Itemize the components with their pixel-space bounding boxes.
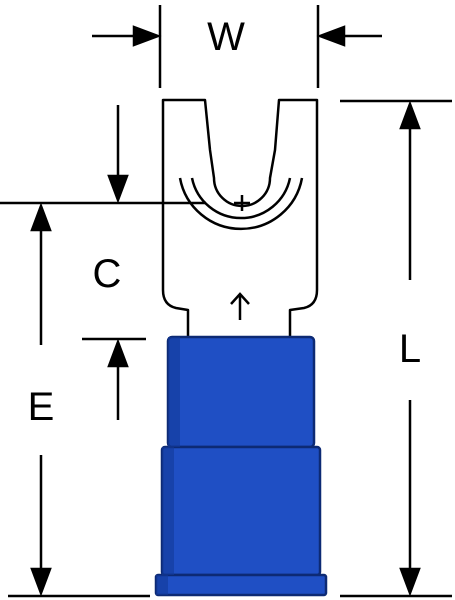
insulation-upper-section xyxy=(166,335,316,449)
insulation-base-rim xyxy=(154,573,328,597)
insulation-shading xyxy=(156,337,180,595)
dimension-label-l: L xyxy=(399,327,421,371)
dimension-e xyxy=(0,201,206,598)
fork-inner-arcs xyxy=(178,177,304,231)
dimension-label-w: W xyxy=(207,15,245,59)
dimension-label-c: C xyxy=(93,252,122,296)
insulation-sleeve xyxy=(154,335,328,597)
plus-crosshair-icon xyxy=(234,195,250,211)
dimension-w xyxy=(92,5,382,88)
dimension-label-e: E xyxy=(28,385,55,429)
up-arrow-icon xyxy=(230,292,250,320)
dimension-l xyxy=(340,99,452,598)
insulation-lower-section xyxy=(160,445,322,577)
dimension-c xyxy=(82,105,146,420)
